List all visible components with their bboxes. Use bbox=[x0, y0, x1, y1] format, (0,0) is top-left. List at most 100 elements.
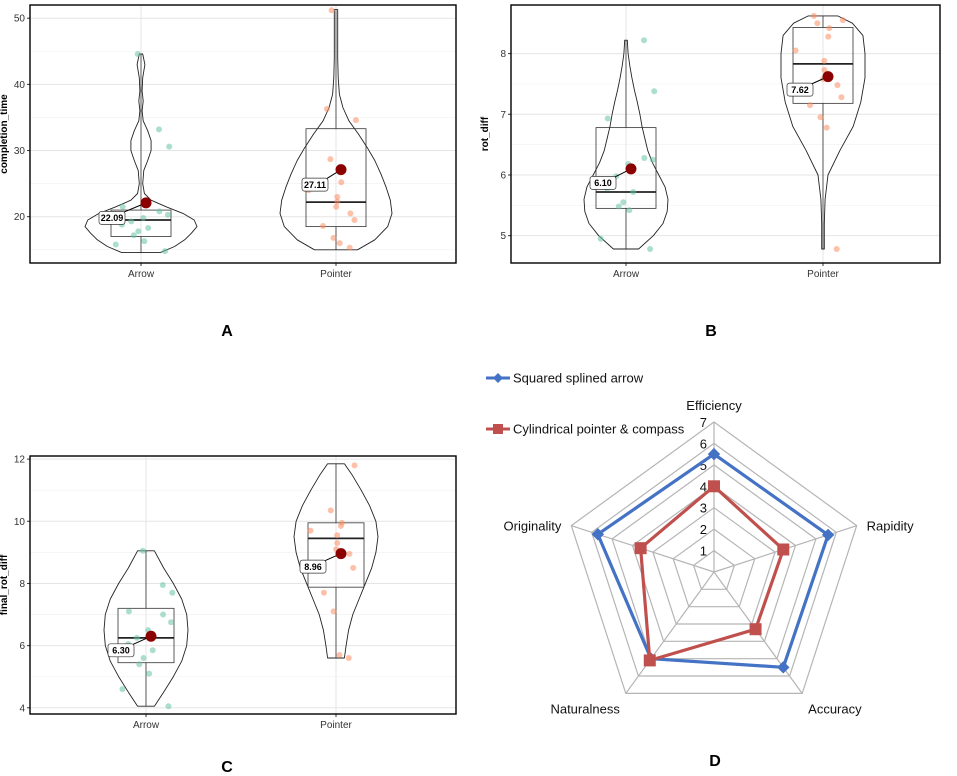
plot-background bbox=[511, 5, 940, 263]
data-point-pointer bbox=[333, 203, 340, 210]
data-point-arrow bbox=[119, 203, 126, 210]
radar-marker-diamond bbox=[591, 528, 605, 541]
mean-marker bbox=[335, 548, 347, 560]
data-point-pointer bbox=[307, 527, 314, 534]
data-point-pointer bbox=[825, 33, 832, 40]
data-point-arrow bbox=[168, 619, 175, 626]
data-point-arrow bbox=[166, 143, 173, 150]
radar-ring bbox=[692, 549, 736, 590]
violin-pointer bbox=[780, 15, 866, 250]
radar-marker-diamond bbox=[821, 528, 835, 542]
data-point-pointer bbox=[838, 94, 845, 101]
data-point-arrow bbox=[597, 235, 604, 242]
data-point-pointer bbox=[334, 532, 341, 539]
radar-axis-label-naturalness: Naturalness bbox=[550, 701, 620, 716]
mean-marker bbox=[625, 163, 637, 175]
radar-marker-square bbox=[634, 542, 647, 555]
mean-label: 22.09 bbox=[101, 213, 124, 223]
data-point-pointer bbox=[336, 651, 343, 658]
radar-marker-square bbox=[643, 654, 656, 667]
radar-series-line-1 bbox=[596, 452, 830, 669]
plot-frame bbox=[510, 4, 941, 264]
radar-ring bbox=[611, 464, 817, 660]
radar-marker-diamond bbox=[777, 661, 790, 674]
y-tick-label: 12 bbox=[14, 455, 26, 466]
data-point-arrow bbox=[141, 238, 148, 245]
data-point-arrow bbox=[651, 88, 658, 95]
y-tick-label: 40 bbox=[14, 80, 26, 91]
legend-label: Cylindrical pointer & compass bbox=[513, 422, 685, 437]
panel-d-letter: D bbox=[709, 753, 721, 770]
data-point-arrow bbox=[149, 647, 156, 654]
data-point-arrow bbox=[641, 154, 648, 161]
radar-spoke bbox=[625, 571, 715, 694]
violin-pointer bbox=[293, 463, 379, 659]
data-point-pointer bbox=[334, 198, 341, 205]
mean-marker bbox=[335, 164, 347, 176]
y-tick-label: 20 bbox=[14, 212, 26, 223]
data-point-pointer bbox=[336, 240, 343, 247]
data-point-pointer bbox=[327, 156, 334, 163]
y-tick-label: 30 bbox=[14, 146, 26, 157]
data-point-arrow bbox=[649, 156, 656, 163]
data-point-pointer bbox=[821, 57, 828, 64]
y-tick-label: 4 bbox=[19, 703, 25, 714]
y-tick-label: 7 bbox=[500, 110, 506, 121]
data-point-pointer bbox=[807, 102, 814, 109]
data-point-arrow bbox=[620, 199, 627, 206]
x-tick-label: Pointer bbox=[320, 269, 352, 280]
data-point-arrow bbox=[130, 232, 137, 239]
violin-arrow bbox=[583, 39, 669, 250]
radar-ring bbox=[590, 442, 838, 677]
y-tick-label: 8 bbox=[19, 579, 25, 590]
data-point-pointer bbox=[792, 47, 799, 54]
radar-marker-square bbox=[708, 480, 720, 493]
radar-ring bbox=[672, 528, 756, 608]
data-point-arrow bbox=[162, 248, 169, 255]
data-point-arrow bbox=[630, 188, 637, 195]
radar-ring-label: 2 bbox=[700, 522, 707, 537]
panel-d-radar: 1234567EfficiencyRapidityAccuracyNatural… bbox=[486, 371, 914, 716]
x-tick-label: Arrow bbox=[128, 269, 155, 280]
data-point-arrow bbox=[135, 228, 142, 235]
data-point-pointer bbox=[345, 655, 352, 662]
data-point-pointer bbox=[334, 193, 341, 200]
data-point-pointer bbox=[347, 210, 354, 217]
data-point-arrow bbox=[140, 215, 147, 222]
radar-axis-label-rapidity: Rapidity bbox=[867, 519, 914, 534]
radar-ring bbox=[570, 421, 858, 695]
plot-background bbox=[30, 5, 456, 263]
data-point-pointer bbox=[350, 564, 357, 571]
radar-marker-square bbox=[777, 543, 790, 556]
data-point-pointer bbox=[338, 519, 345, 526]
y-tick-label: 10 bbox=[14, 517, 26, 528]
mean-label-box bbox=[98, 211, 126, 225]
mean-label-box bbox=[301, 177, 329, 192]
data-point-arrow bbox=[119, 686, 126, 693]
data-point-pointer bbox=[352, 117, 359, 124]
radar-ring-label: 5 bbox=[700, 458, 707, 473]
data-point-pointer bbox=[351, 217, 358, 223]
legend-label: Squared splined arrow bbox=[513, 371, 644, 386]
y-tick-label: 6 bbox=[19, 641, 25, 652]
data-point-arrow bbox=[128, 218, 135, 225]
y-axis-title: rot_diff bbox=[480, 116, 491, 151]
y-tick-label: 5 bbox=[500, 231, 506, 242]
x-tick-label: Pointer bbox=[320, 720, 352, 731]
plot-frame bbox=[29, 4, 457, 264]
data-point-arrow bbox=[140, 655, 147, 662]
data-point-pointer bbox=[817, 114, 824, 121]
mean-marker bbox=[145, 630, 157, 642]
data-point-arrow bbox=[156, 126, 163, 133]
data-point-arrow bbox=[159, 582, 166, 588]
data-point-pointer bbox=[320, 222, 327, 229]
radar-axis-label-efficiency: Efficiency bbox=[686, 398, 742, 413]
data-point-pointer bbox=[330, 608, 337, 615]
data-point-pointer bbox=[351, 462, 358, 469]
data-point-pointer bbox=[346, 550, 353, 557]
mean-label: 8.96 bbox=[304, 562, 322, 572]
box-arrow bbox=[117, 607, 175, 664]
radar-ring-label: 7 bbox=[700, 415, 707, 430]
